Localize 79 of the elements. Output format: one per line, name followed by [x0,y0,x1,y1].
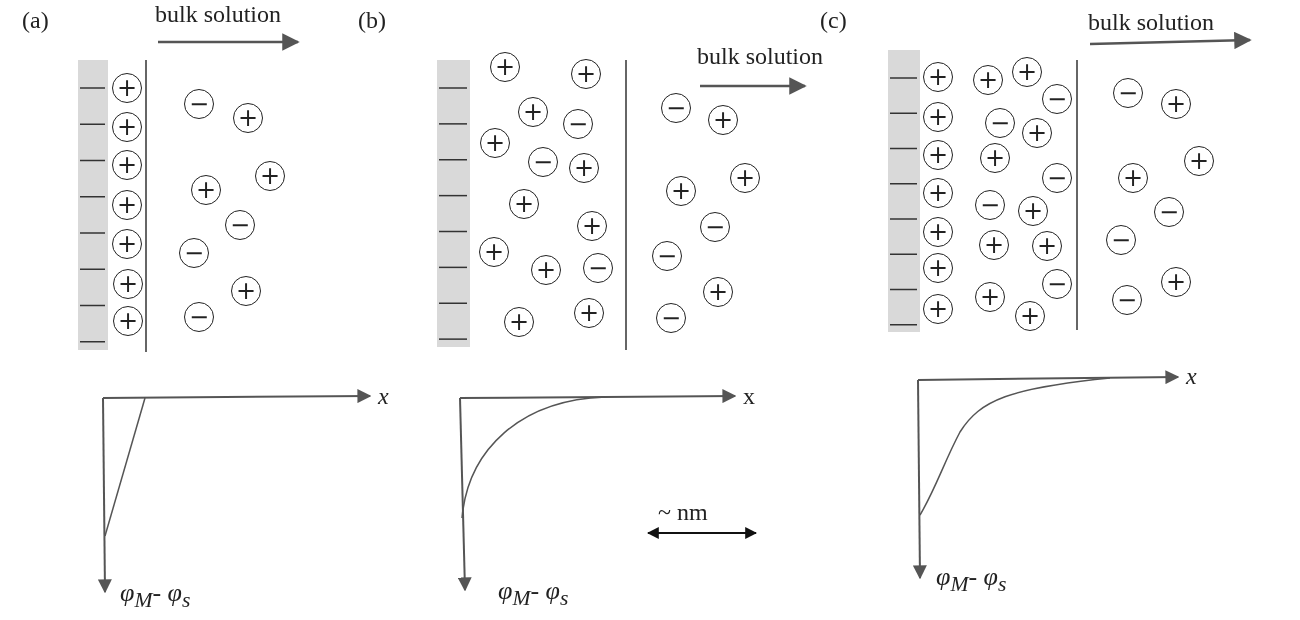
ion-circle: + [480,128,510,158]
ion-circle: + [1022,118,1052,148]
ion-circle: + [1018,196,1048,226]
ion-circle: + [112,190,142,220]
ion-circle: + [1015,301,1045,331]
ion-circle: − [1106,225,1136,255]
ion-circle: + [923,178,953,208]
ion-circle: + [112,150,142,180]
ion-circle: − [656,303,686,333]
ion-circle: + [531,255,561,285]
axis-label: x [1186,364,1197,388]
ion-circle: + [518,97,548,127]
panel-label: (a) [22,8,49,32]
ion-circle: + [577,211,607,241]
ion-circle: − [700,212,730,242]
ion-circle: − [975,190,1005,220]
ion-circle: + [1184,146,1214,176]
ion-circle: − [1042,163,1072,193]
ion-circle: + [1032,231,1062,261]
axis-label: φ$_{M}$- φ$_{s}$ [936,564,1007,596]
scale-label: ~ nm [658,500,708,524]
ion-circle: + [571,59,601,89]
ion-circle: + [1161,267,1191,297]
region-label: bulk solution [155,2,281,26]
ion-circle: − [184,89,214,119]
ion-circle: − [583,253,613,283]
ion-circle: + [979,230,1009,260]
ion-circle: + [231,276,261,306]
ion-circle: + [923,140,953,170]
axis-label: x [378,384,389,408]
ion-circle: + [504,307,534,337]
ion-circle: + [1161,89,1191,119]
ion-circle: + [112,229,142,259]
ion-circle: + [980,143,1010,173]
ion-circle: + [233,103,263,133]
ion-circle: + [113,306,143,336]
ion-circle: + [490,52,520,82]
ion-circle: + [923,102,953,132]
ion-circle: + [1012,57,1042,87]
ion-circle: − [184,302,214,332]
ion-circle: + [975,282,1005,312]
ion-circle: − [652,241,682,271]
ion-circle: + [703,277,733,307]
ion-circle: + [509,189,539,219]
ion-circle: + [666,176,696,206]
ion-circle: − [528,147,558,177]
ion-circle: − [1113,78,1143,108]
ion-circle: + [569,153,599,183]
ion-circle: − [661,93,691,123]
ion-circle: + [923,62,953,92]
ion-circle: + [255,161,285,191]
ion-circle: + [923,294,953,324]
ion-circle: − [1154,197,1184,227]
ion-circle: + [730,163,760,193]
ion-circle: + [973,65,1003,95]
ion-circle: + [574,298,604,328]
ion-circle: + [112,112,142,142]
ion-circle: + [1118,163,1148,193]
ion-circle: − [1112,285,1142,315]
ion-circle: + [113,269,143,299]
ion-circle: + [708,105,738,135]
ion-circle: + [112,73,142,103]
ion-circle: + [479,237,509,267]
ion-circle: + [923,217,953,247]
panel-label: (b) [358,8,386,32]
ion-circle: − [985,108,1015,138]
ion-circle: + [191,175,221,205]
ion-circle: − [563,109,593,139]
ion-circle: − [1042,84,1072,114]
axis-label: x [743,384,755,408]
ion-circle: − [225,210,255,240]
ion-circle: − [179,238,209,268]
axis-label: φ$_{M}$- φ$_{s}$ [498,578,569,610]
axis-label: φ$_{M}$- φ$_{s}$ [120,580,191,612]
ion-circle: − [1042,269,1072,299]
ion-circle: + [923,253,953,283]
panel-label: (c) [820,8,847,32]
region-label: bulk solution [697,44,823,68]
region-label: bulk solution [1088,10,1214,34]
